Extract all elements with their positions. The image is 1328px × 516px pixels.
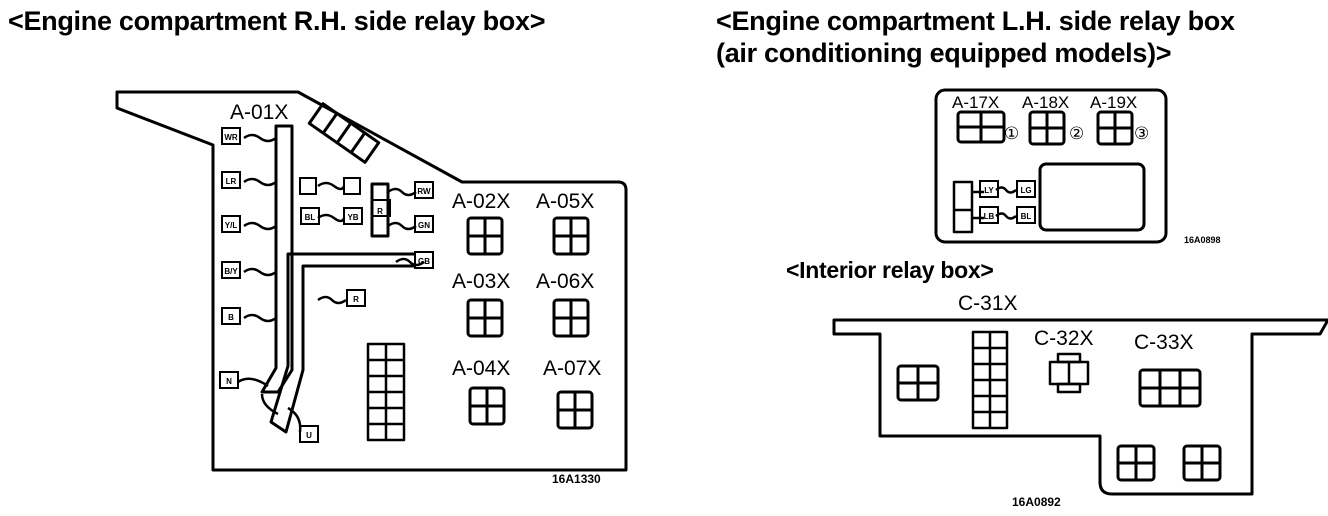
wire-tag-text: B bbox=[228, 313, 234, 322]
relay-label-a-04x: A-04X bbox=[452, 357, 510, 380]
wire-tag-text: LR bbox=[226, 177, 237, 186]
relay-socket-a-05x bbox=[552, 216, 590, 256]
wire-tag-box bbox=[343, 207, 363, 225]
wire-tag-box bbox=[221, 261, 241, 279]
relay-socket-a-07x bbox=[556, 390, 594, 430]
rh-fuse-column bbox=[366, 342, 406, 442]
relay-socket-a-19x bbox=[1096, 110, 1134, 146]
relay-label-a-07x: A-07X bbox=[543, 357, 601, 380]
relay-socket-a-04x bbox=[468, 386, 506, 426]
wire-tag-text: RW bbox=[417, 187, 431, 196]
wire-tag-text: Y/L bbox=[225, 221, 238, 230]
wire-tag-text: R bbox=[353, 295, 359, 304]
lh-figure-code: 16A0898 bbox=[1184, 235, 1221, 245]
rh-figure-code: 16A1330 bbox=[552, 472, 601, 486]
terminal-box bbox=[299, 177, 317, 195]
wire-tag-box bbox=[221, 215, 241, 233]
wire-tag-box bbox=[221, 307, 241, 325]
relay-label-a-19x: A-19X bbox=[1090, 93, 1137, 112]
wire-tag-text: GN bbox=[418, 221, 430, 230]
rh-relay-box-title: <Engine compartment R.H. side relay box> bbox=[8, 6, 546, 36]
wire-tag-text: LG bbox=[1020, 186, 1031, 195]
lh-relay-box-subtitle: (air conditioning equipped models)> bbox=[716, 38, 1172, 68]
wire-tag-text: R bbox=[377, 207, 383, 216]
relay-socket-a-06x bbox=[552, 298, 590, 338]
lh-relay-box-title: <Engine compartment L.H. side relay box bbox=[716, 6, 1235, 36]
relay-label-c-33x: C-33X bbox=[1134, 331, 1194, 354]
interior-fuse-column bbox=[971, 330, 1009, 430]
wire-tag-box bbox=[1016, 180, 1036, 198]
wire-tag-text: GB bbox=[418, 257, 430, 266]
wire-tag-box bbox=[219, 371, 239, 389]
terminal-box bbox=[343, 177, 361, 195]
relay-label-a-06x: A-06X bbox=[536, 270, 594, 293]
relay-socket-a-18x bbox=[1028, 110, 1066, 146]
interior-relay-box-outline bbox=[832, 318, 1328, 496]
interior-small-relay bbox=[1048, 352, 1090, 394]
relay-label-a-17x: A-17X bbox=[952, 93, 999, 112]
relay-socket-a-03x bbox=[466, 298, 504, 338]
relay-label-a-03x: A-03X bbox=[452, 270, 510, 293]
wire-tag-box bbox=[414, 181, 434, 199]
wire-tag-box bbox=[371, 199, 391, 217]
lh-large-block bbox=[1038, 162, 1146, 232]
lh-relay-box-outline bbox=[934, 88, 1168, 244]
rh-relay-box-outline bbox=[115, 90, 628, 472]
rh-main-busbar bbox=[260, 124, 294, 394]
wire-tag-box bbox=[299, 425, 319, 443]
relay-socket-interior-left bbox=[896, 364, 940, 402]
relay-socket-a-17x bbox=[956, 110, 1006, 144]
wire-tag-box bbox=[221, 127, 241, 145]
relay-socket-a-02x bbox=[466, 216, 504, 256]
wire-tag-text: BL bbox=[305, 213, 316, 222]
marker-3: ③ bbox=[1134, 124, 1149, 144]
relay-label-a-01x: A-01X bbox=[230, 101, 288, 124]
wire-tag-text: WR bbox=[224, 133, 238, 142]
rh-lower-busbar bbox=[269, 252, 415, 434]
rh-fuse-block bbox=[307, 102, 381, 164]
wire-tag-box bbox=[414, 251, 434, 269]
wire-tag-text: B/Y bbox=[224, 267, 238, 276]
marker-1: ① bbox=[1004, 124, 1019, 144]
relay-socket-lower-right bbox=[1182, 444, 1222, 482]
wire-tag-text: N bbox=[226, 377, 232, 386]
relay-label-c-31x: C-31X bbox=[958, 292, 1018, 315]
wire-tag-text: LY bbox=[984, 186, 994, 195]
marker-2: ② bbox=[1069, 124, 1084, 144]
relay-label-a-02x: A-02X bbox=[452, 190, 510, 213]
wire-tag-box bbox=[979, 206, 999, 224]
relay-socket-lower-left bbox=[1116, 444, 1156, 482]
relay-label-c-32x: C-32X bbox=[1034, 327, 1094, 350]
relay-label-a-18x: A-18X bbox=[1022, 93, 1069, 112]
wire-tag-box bbox=[346, 289, 366, 307]
relay-socket-c-33x bbox=[1138, 368, 1202, 408]
wire-tag-box bbox=[979, 180, 999, 198]
interior-relay-box-title: <Interior relay box> bbox=[786, 257, 994, 283]
wire-tag-box bbox=[1016, 206, 1036, 224]
interior-figure-code: 16A0892 bbox=[1012, 495, 1061, 509]
wire-tag-text: LB bbox=[984, 212, 995, 221]
wire-tag-box bbox=[221, 171, 241, 189]
wire-tag-text: YB bbox=[347, 213, 358, 222]
wire-tag-box bbox=[300, 207, 320, 225]
wire-tag-text: BL bbox=[1021, 212, 1032, 221]
lh-connector-block bbox=[952, 180, 984, 234]
relay-label-a-05x: A-05X bbox=[536, 190, 594, 213]
wire-tag-box bbox=[414, 215, 434, 233]
wire-tag-text: U bbox=[306, 431, 312, 440]
